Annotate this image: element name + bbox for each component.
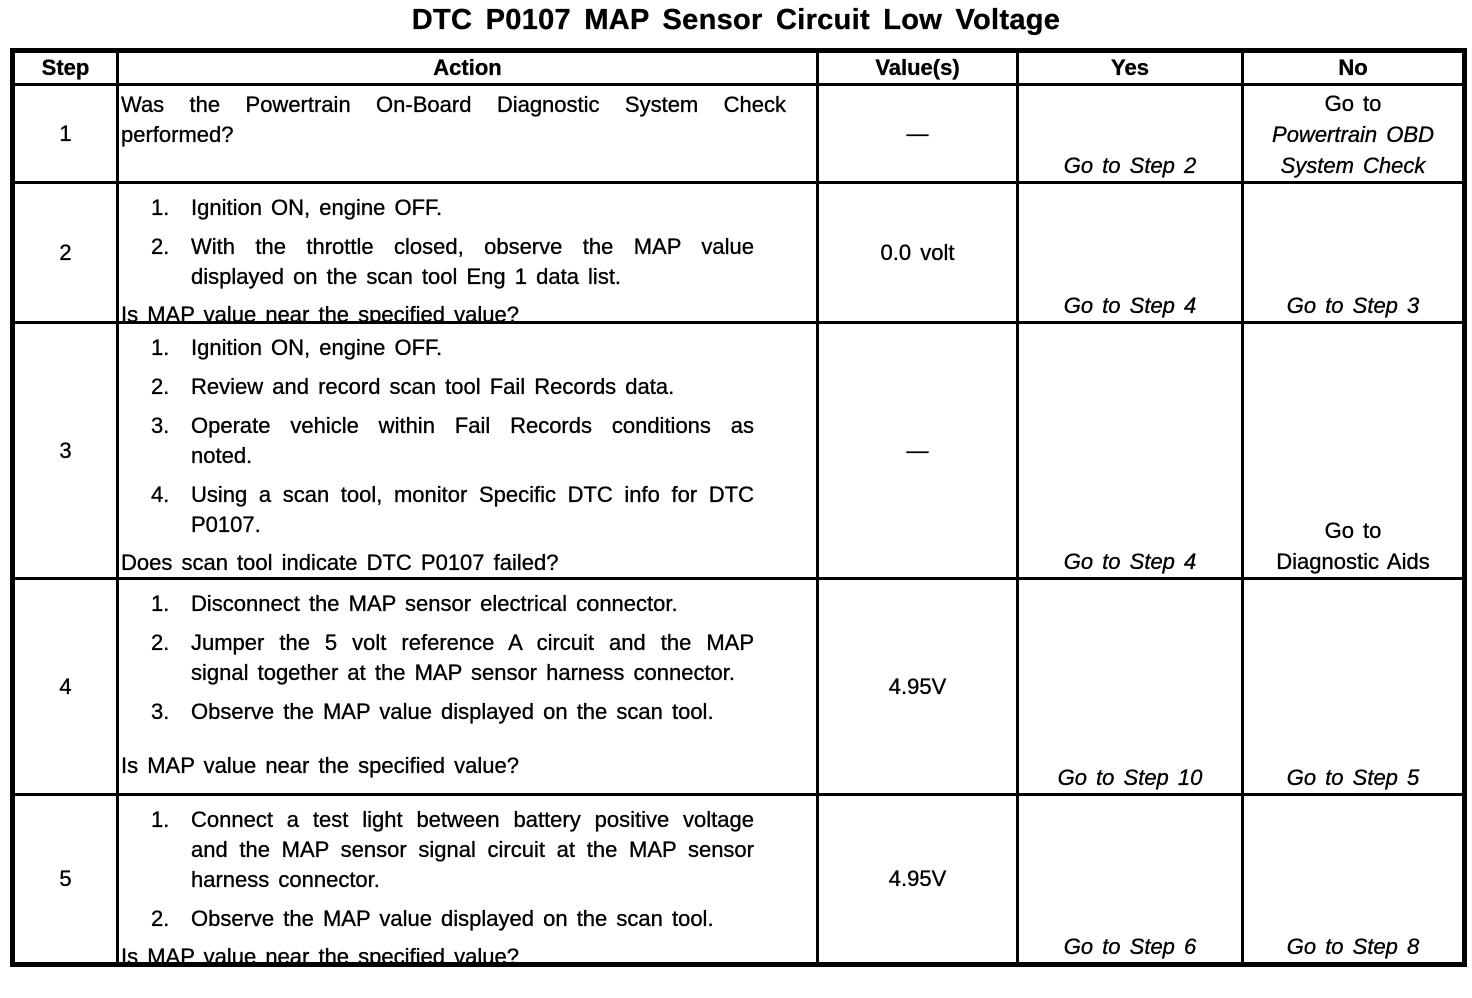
action-cell: 1. Connect a test light between battery …: [116, 793, 819, 966]
goto-target: Powertrain OBD System Check: [1272, 122, 1434, 178]
no-cell: Go to Powertrain OBD System Check: [1241, 83, 1466, 184]
item-text: Disconnect the MAP sensor electrical con…: [191, 591, 678, 616]
table-row: 1 Was the Powertrain On-Board Diagnostic…: [11, 83, 1466, 184]
yes-cell: Go to Step 6: [1016, 793, 1244, 966]
action-items: 1. Ignition ON, engine OFF. 2. With the …: [121, 186, 815, 301]
action-item: 3. Operate vehicle within Fail Records c…: [151, 411, 815, 471]
goto-target: Go to Step 4: [1063, 293, 1197, 318]
step-cell: 1: [11, 83, 119, 184]
action-question: Is MAP value near the specified value?: [121, 302, 519, 323]
action-cell: 1. Ignition ON, engine OFF. 2. With the …: [116, 181, 819, 324]
action-cell: Was the Powertrain On-Board Diagnostic S…: [116, 83, 819, 184]
item-number: 2.: [151, 906, 170, 931]
goto-target: Go to Step 8: [1286, 934, 1420, 959]
item-number: 3.: [151, 699, 170, 724]
step-cell: 4: [11, 577, 119, 796]
step-cell: 2: [11, 181, 119, 324]
value-cell: 4.95V: [816, 793, 1019, 966]
goto-prefix: Go to: [1324, 91, 1382, 116]
goto-target: Go to Step 3: [1286, 293, 1420, 318]
yes-cell: Go to Step 10: [1016, 577, 1244, 796]
value-cell: 4.95V: [816, 577, 1019, 796]
action-cell: 1. Ignition ON, engine OFF. 2. Review an…: [116, 321, 819, 580]
action-item: 1. Disconnect the MAP sensor electrical …: [151, 589, 815, 619]
table-row: 4 1. Disconnect the MAP sensor electrica…: [11, 577, 1466, 796]
action-item: 1. Connect a test light between battery …: [151, 805, 815, 895]
item-number: 1.: [151, 195, 170, 220]
no-cell: Go to Step 5: [1241, 577, 1466, 796]
table-row: 3 1. Ignition ON, engine OFF. 2. Review …: [11, 321, 1466, 580]
action-item: 1. Ignition ON, engine OFF.: [151, 333, 815, 363]
no-cell: Go to Step 8: [1241, 793, 1466, 966]
table-row: 5 1. Connect a test light between batter…: [11, 793, 1466, 966]
goto-target: Go to Step 5: [1286, 765, 1420, 790]
action-cell: 1. Disconnect the MAP sensor electrical …: [116, 577, 819, 796]
diagnostic-table: Step Action Value(s) Yes No 1 Was the Po…: [10, 48, 1467, 967]
item-number: 1.: [151, 335, 170, 360]
action-items: 1. Disconnect the MAP sensor electrical …: [121, 582, 815, 736]
item-number: 1.: [151, 591, 170, 616]
column-header-values: Value(s): [816, 49, 1019, 86]
item-text: Observe the MAP value displayed on the s…: [191, 906, 714, 931]
action-item: 1. Ignition ON, engine OFF.: [151, 193, 815, 223]
action-question: Is MAP value near the specified value?: [121, 944, 519, 965]
item-number: 2.: [151, 630, 170, 655]
item-text: Operate vehicle within Fail Records cond…: [191, 413, 754, 468]
action-item: 2. Review and record scan tool Fail Reco…: [151, 372, 815, 402]
item-text: Jumper the 5 volt reference A circuit an…: [191, 630, 754, 685]
action-items: 1. Connect a test light between battery …: [121, 798, 815, 943]
table-row: 2 1. Ignition ON, engine OFF. 2. With th…: [11, 181, 1466, 324]
item-number: 2.: [151, 374, 170, 399]
item-text: Review and record scan tool Fail Records…: [191, 374, 675, 399]
item-text: Ignition ON, engine OFF.: [191, 195, 443, 220]
goto-target: Go to Step 10: [1057, 765, 1203, 790]
item-text: Observe the MAP value displayed on the s…: [191, 699, 714, 724]
value-cell: —: [816, 321, 1019, 580]
item-number: 4.: [151, 482, 170, 507]
goto-target: Go to Step 4: [1063, 549, 1197, 574]
action-question: Is MAP value near the specified value?: [121, 753, 519, 778]
item-number: 1.: [151, 807, 170, 832]
item-text: Ignition ON, engine OFF.: [191, 335, 443, 360]
item-number: 2.: [151, 234, 170, 259]
step-cell: 5: [11, 793, 119, 966]
page-title: DTC P0107 MAP Sensor Circuit Low Voltage: [411, 4, 1061, 36]
column-header-step: Step: [11, 49, 119, 86]
goto-prefix: Go to: [1324, 518, 1382, 543]
column-header-yes: Yes: [1016, 49, 1244, 86]
yes-cell: Go to Step 4: [1016, 181, 1244, 324]
value-cell: 0.0 volt: [816, 181, 1019, 324]
item-text: Connect a test light between battery pos…: [191, 807, 754, 892]
action-item: 3. Observe the MAP value displayed on th…: [151, 697, 815, 727]
action-item: 2. With the throttle closed, observe the…: [151, 232, 815, 292]
column-header-action: Action: [116, 49, 819, 86]
action-intro: Was the Powertrain On-Board Diagnostic S…: [121, 92, 786, 147]
header-row: Step Action Value(s) Yes No: [11, 49, 1466, 86]
action-items: 1. Ignition ON, engine OFF. 2. Review an…: [121, 326, 815, 549]
no-cell: Go to Diagnostic Aids: [1241, 321, 1466, 580]
goto-target: Diagnostic Aids: [1276, 549, 1430, 574]
value-cell: —: [816, 83, 1019, 184]
item-number: 3.: [151, 413, 170, 438]
column-header-no: No: [1241, 49, 1466, 86]
action-item: 2. Observe the MAP value displayed on th…: [151, 904, 815, 934]
yes-cell: Go to Step 2: [1016, 83, 1244, 184]
yes-cell: Go to Step 4: [1016, 321, 1244, 580]
action-question: Does scan tool indicate DTC P0107 failed…: [121, 550, 559, 575]
no-cell: Go to Step 3: [1241, 181, 1466, 324]
item-text: With the throttle closed, observe the MA…: [191, 234, 754, 289]
item-text: Using a scan tool, monitor Specific DTC …: [191, 482, 754, 537]
action-item: 4. Using a scan tool, monitor Specific D…: [151, 480, 815, 540]
action-item: 2. Jumper the 5 volt reference A circuit…: [151, 628, 815, 688]
step-cell: 3: [11, 321, 119, 580]
goto-target: Go to Step 6: [1063, 934, 1197, 959]
goto-target: Go to Step 2: [1063, 153, 1197, 178]
